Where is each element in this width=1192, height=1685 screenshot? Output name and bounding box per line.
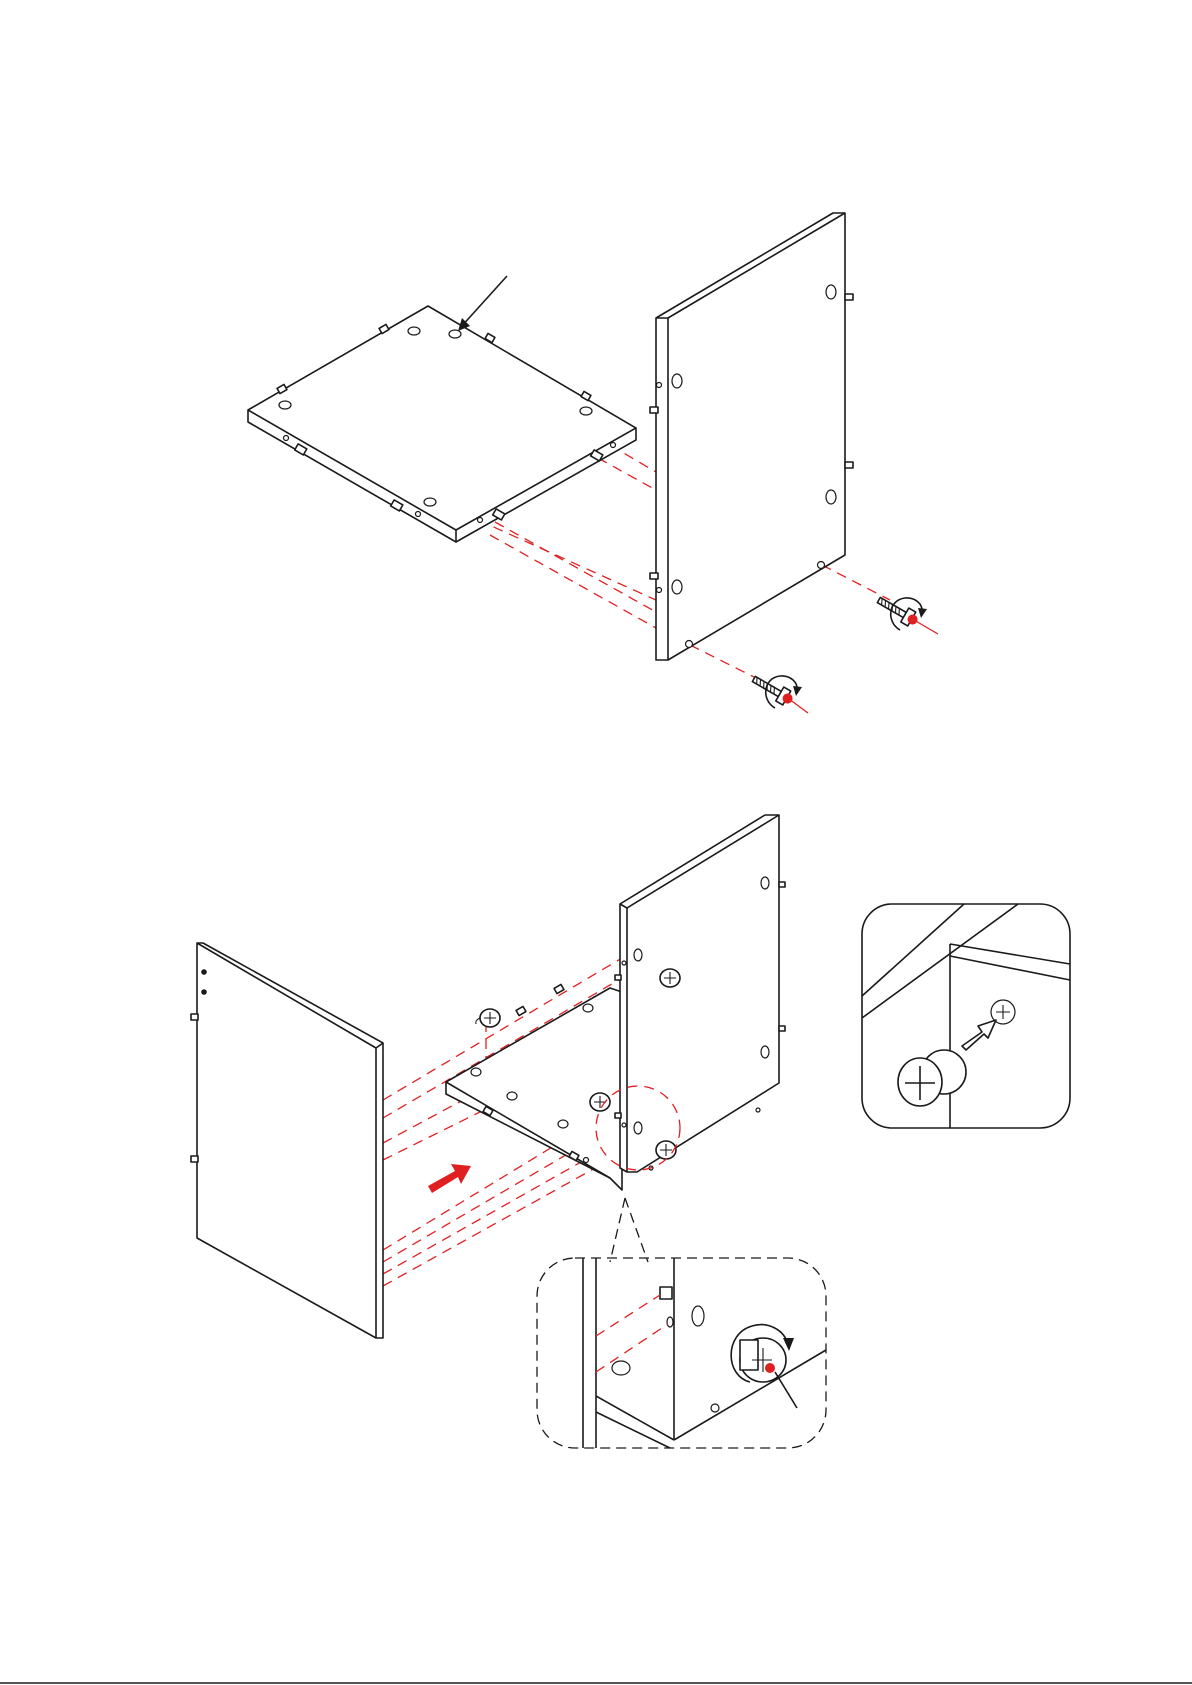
detail-callout-cam-lock <box>537 1258 826 1448</box>
pointer-arrow-icon <box>458 276 507 331</box>
cam-lock-icon <box>740 1338 786 1382</box>
step-2-assembly <box>191 815 1070 1448</box>
push-arrow-icon <box>428 1164 471 1193</box>
side-panel-right-step2 <box>615 815 785 1172</box>
step-1-assembly <box>248 213 938 713</box>
callout-leader-left <box>610 1198 625 1262</box>
bottom-board <box>248 306 636 542</box>
detail-inset-cam-lock-insert <box>862 904 1070 1128</box>
side-panel-right <box>650 213 853 660</box>
side-panel-left <box>191 943 383 1338</box>
bottom-board-step2 <box>446 984 622 1190</box>
screw-icon <box>750 593 938 713</box>
callout-leader-right <box>625 1198 648 1262</box>
cam-lock-icon <box>898 1050 966 1106</box>
